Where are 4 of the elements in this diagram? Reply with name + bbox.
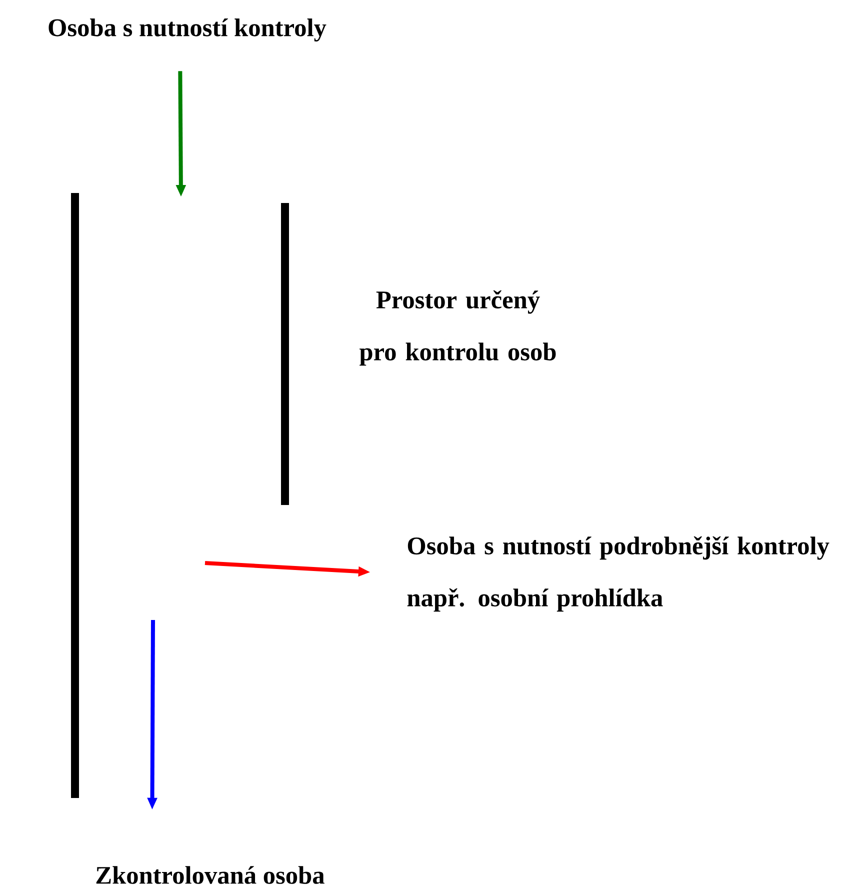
- area-label: Prostor určený pro kontrolu osob: [360, 290, 556, 366]
- node-text: Zkontrolovaná osoba: [96, 866, 324, 884]
- node-text: Osoba s nutností podrobnější kontroly např. osobní prohlídka: [407, 536, 830, 612]
- node-text: Osoba s nutností kontroly: [48, 18, 326, 42]
